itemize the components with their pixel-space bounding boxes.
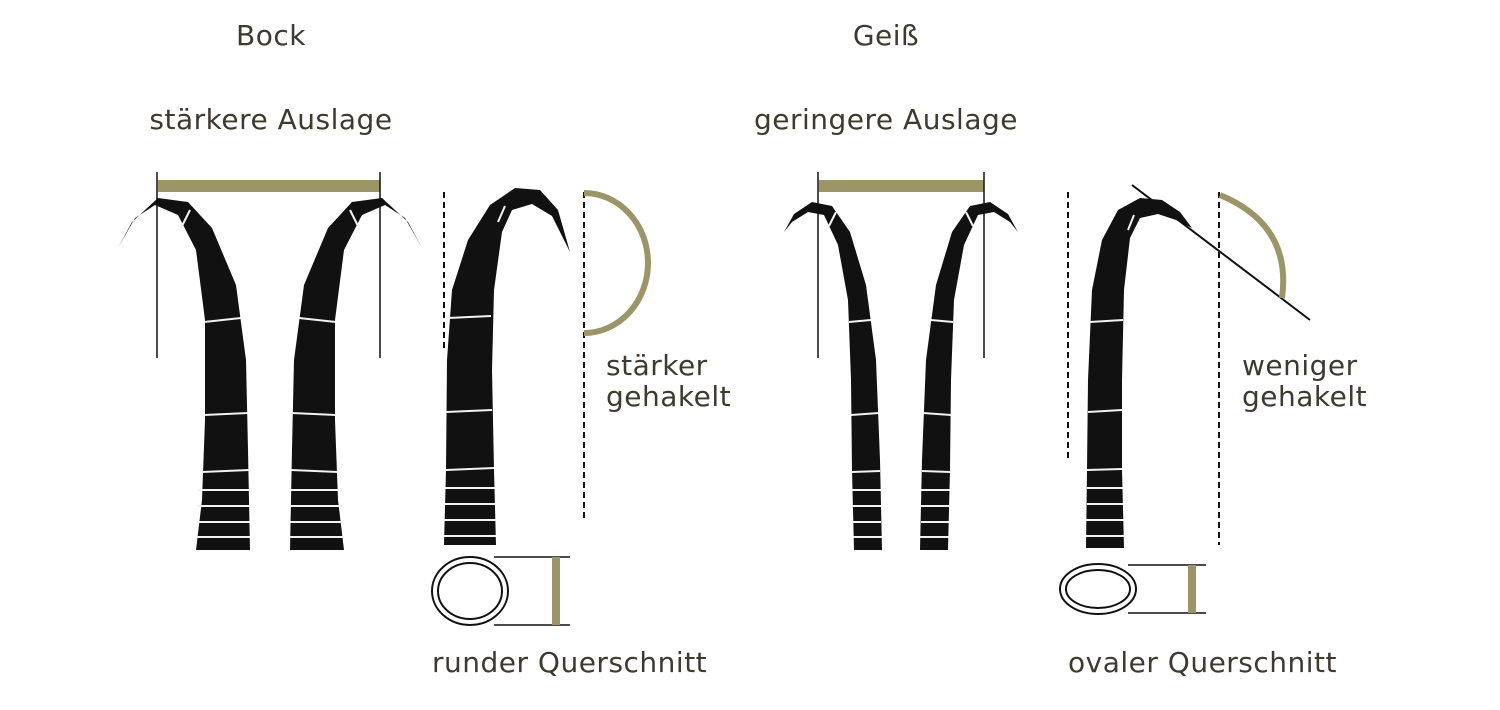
buck-cross-section — [431, 556, 570, 626]
doe-group — [784, 172, 1311, 615]
buck-hook-arc — [583, 190, 651, 336]
doe-spread-bar — [819, 180, 984, 192]
buck-cross-section-label: runder Querschnitt — [432, 646, 708, 679]
doe-hook-label-line1: weniger — [1242, 349, 1358, 382]
buck-right-horn — [290, 198, 422, 550]
buck-title: Bock — [236, 19, 306, 52]
doe-cross-section — [1059, 563, 1206, 615]
buck-group — [118, 172, 651, 626]
doe-cross-section-label: ovaler Querschnitt — [1068, 646, 1338, 679]
buck-hook-label-line2: gehakelt — [606, 380, 732, 413]
buck-spread-bar — [158, 180, 380, 192]
buck-hook-label-line1: stärker — [606, 349, 708, 382]
buck-side-horn — [444, 188, 570, 545]
doe-title: Geiß — [852, 19, 920, 52]
doe-tangent-line — [1131, 184, 1311, 321]
doe-spread-label: geringere Auslage — [754, 103, 1018, 136]
doe-left-horn — [784, 202, 882, 550]
doe-hook-arc — [1218, 192, 1287, 299]
buck-left-horn — [118, 198, 250, 550]
doe-side-horn — [1086, 198, 1192, 548]
doe-right-horn — [920, 202, 1018, 550]
buck-spread-label: stärkere Auslage — [149, 103, 393, 136]
doe-hook-label-line2: gehakelt — [1242, 380, 1368, 413]
